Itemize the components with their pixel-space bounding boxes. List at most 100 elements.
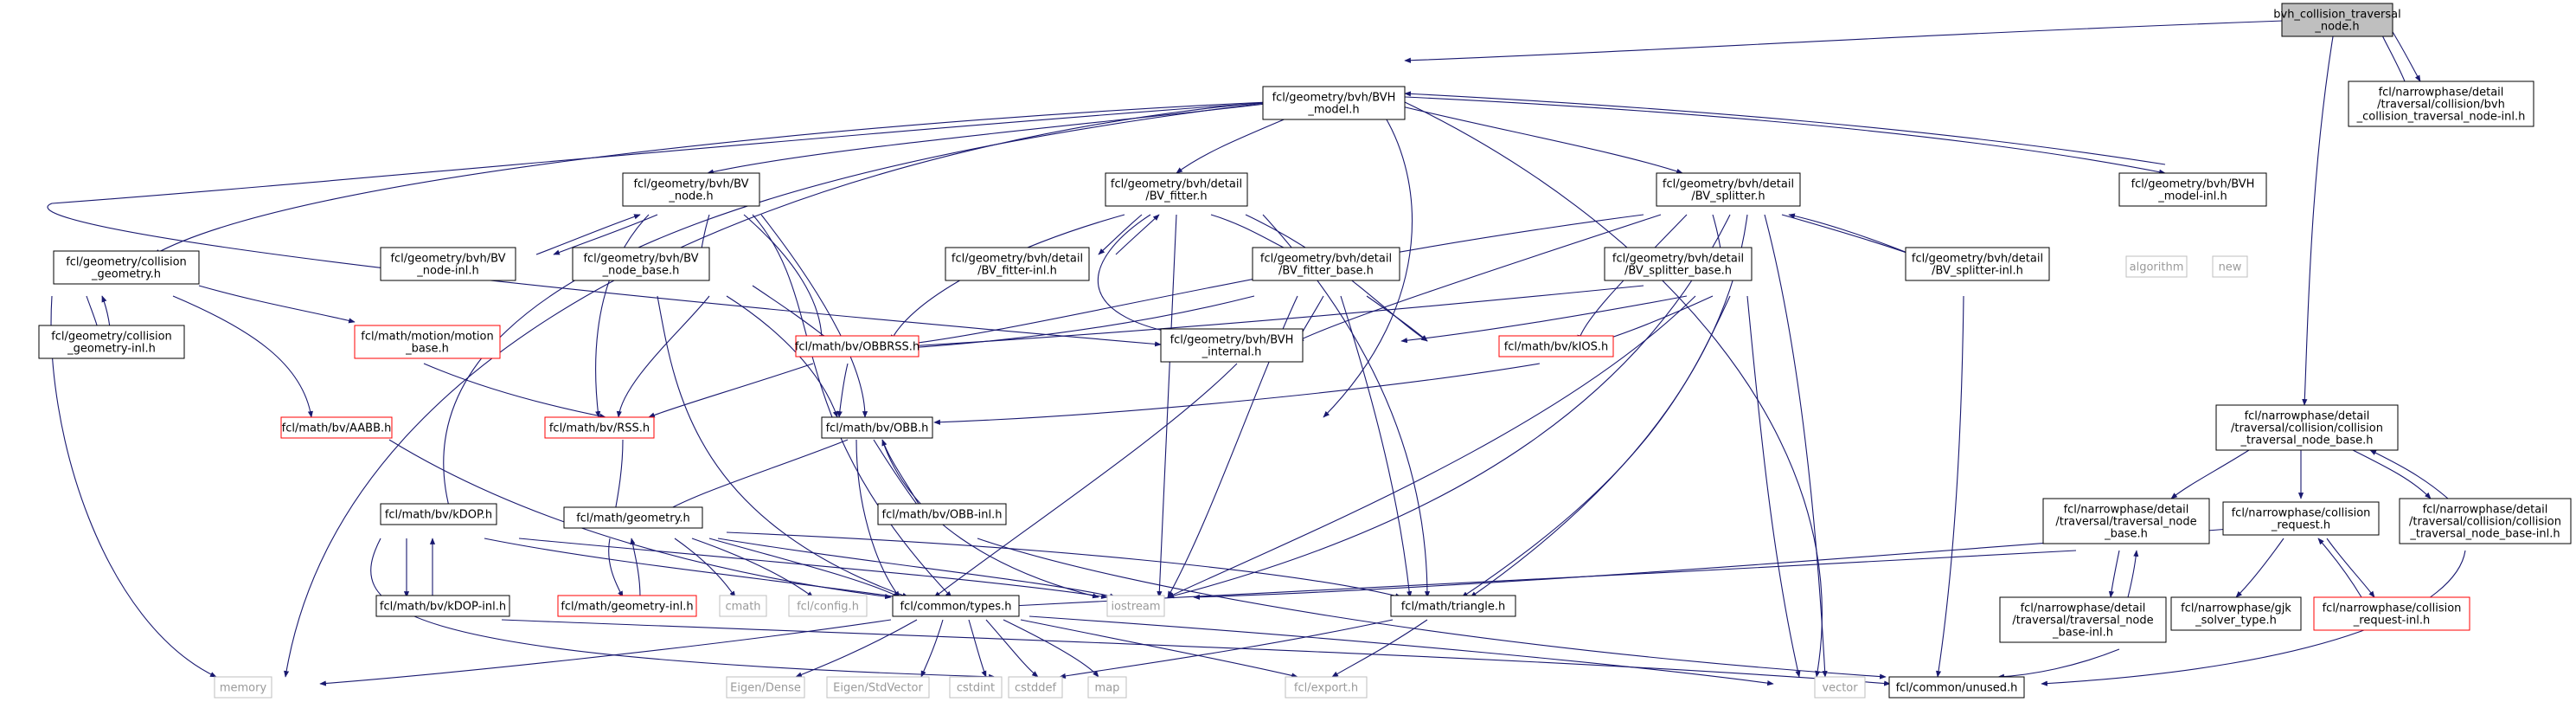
node-box — [795, 335, 920, 357]
node-label-line: _node.h — [668, 190, 713, 203]
node-traversal-node-base[interactable]: fcl/narrowphase/detail/traversal/travers… — [2042, 498, 2210, 544]
edge — [2352, 449, 2432, 499]
node-collision-geometry-inl[interactable]: fcl/geometry/collision_geometry-inl.h — [38, 325, 185, 359]
node-label-line: /traversal/traversal_node — [2012, 615, 2153, 628]
node-motion-base[interactable]: fcl/math/motion/motion_base.h — [354, 325, 501, 359]
node-bv-fitter-inl[interactable]: fcl/geometry/bvh/detail/BV_fitter-inl.h — [945, 247, 1090, 281]
node-label-line: _request.h — [2271, 519, 2330, 532]
edge — [1167, 295, 1696, 598]
node-box — [572, 247, 710, 281]
node-triangle[interactable]: fcl/math/triangle.h — [1390, 595, 1516, 617]
node-kdop-inl[interactable]: fcl/math/bv/kDOP-inl.h — [375, 595, 510, 617]
node-cstddef[interactable]: cstddef — [1008, 676, 1063, 699]
node-box — [563, 506, 703, 529]
edge — [2369, 449, 2449, 499]
node-config[interactable]: fcl/config.h — [788, 595, 868, 617]
node-algorithm[interactable]: algorithm — [2125, 255, 2188, 278]
node-bv-node-base[interactable]: fcl/geometry/bvh/BV_node_base.h — [572, 247, 710, 281]
node-cstdint[interactable]: cstdint — [949, 676, 1003, 699]
node-collision-traversal-node-base-inl[interactable]: fcl/narrowphase/detail/traversal/collisi… — [2399, 498, 2572, 544]
node-bv-fitter-base[interactable]: fcl/geometry/bvh/detail/BV_fitter_base.h — [1252, 247, 1400, 281]
node-box — [1888, 676, 2025, 699]
node-label-line: fcl/narrowphase/collision — [2232, 507, 2371, 520]
node-label-line: cstddef — [1015, 682, 1057, 695]
edge — [1935, 295, 1964, 678]
node-box — [53, 250, 200, 285]
edge — [657, 439, 849, 517]
node-bvh-collision-traversal-node[interactable]: bvh_collision_traversal_node.h — [2273, 3, 2401, 37]
node-map[interactable]: map — [1087, 676, 1127, 699]
node-bv-node-inl[interactable]: fcl/geometry/bvh/BV_node-inl.h — [380, 247, 516, 281]
node-box — [622, 172, 760, 207]
node-box — [1285, 676, 1368, 699]
edge — [501, 619, 1891, 686]
node-rss[interactable]: fcl/math/bv/RSS.h — [544, 416, 655, 439]
node-types[interactable]: fcl/common/types.h — [892, 595, 1020, 617]
node-box — [1604, 247, 1753, 281]
node-unused[interactable]: fcl/common/unused.h — [1888, 676, 2025, 699]
node-vector[interactable]: vector — [1814, 676, 1866, 699]
node-label-line: fcl/math/bv/kDOP-inl.h — [380, 601, 506, 614]
node-bvh-model-inl[interactable]: fcl/geometry/bvh/BVH_model-inl.h — [2118, 172, 2267, 207]
edge — [1098, 214, 1143, 255]
node-box — [557, 595, 697, 617]
node-label-line: fcl/math/geometry.h — [576, 512, 690, 525]
node-label-line: cstdint — [957, 682, 995, 695]
node-label-line: _model-inl.h — [2157, 190, 2227, 203]
node-bvh-internal[interactable]: fcl/geometry/bvh/BVH_internal.h — [1160, 328, 1304, 363]
node-new[interactable]: new — [2212, 255, 2248, 278]
edge — [1404, 101, 1823, 678]
node-cmath[interactable]: cmath — [719, 595, 767, 617]
node-collision-request-inl[interactable]: fcl/narrowphase/collision_request-inl.h — [2313, 596, 2470, 631]
node-geometry[interactable]: fcl/math/geometry.h — [563, 506, 703, 529]
node-eigen-stdvector[interactable]: Eigen/StdVector — [826, 676, 930, 699]
node-label-line: _model.h — [1307, 104, 1359, 117]
node-geometry-inl[interactable]: fcl/math/geometry-inl.h — [557, 595, 697, 617]
node-obb-inl[interactable]: fcl/math/bv/OBB-inl.h — [877, 503, 1007, 525]
node-bv-splitter-base[interactable]: fcl/geometry/bvh/detail/BV_splitter_base… — [1604, 247, 1753, 281]
node-box — [877, 503, 1007, 525]
node-eigen-dense[interactable]: Eigen/Dense — [726, 676, 805, 699]
node-bv-splitter-inl[interactable]: fcl/geometry/bvh/detail/BV_splitter-inl.… — [1905, 247, 2050, 281]
node-collision-traversal-node-base[interactable]: fcl/narrowphase/detail/traversal/collisi… — [2215, 404, 2399, 451]
node-iostream[interactable]: iostream — [1106, 595, 1165, 617]
node-label-line: fcl/narrowphase/detail — [2245, 410, 2370, 423]
node-box — [1106, 595, 1165, 617]
node-kdop[interactable]: fcl/math/bv/kDOP.h — [380, 503, 497, 525]
node-gjk-solver-type[interactable]: fcl/narrowphase/gjk_solver_type.h — [2170, 596, 2302, 631]
node-box — [2313, 596, 2470, 631]
edge — [907, 285, 1644, 349]
edge — [553, 214, 658, 255]
node-label-line: _internal.h — [1201, 346, 1262, 359]
node-memory[interactable]: memory — [214, 676, 272, 699]
node-box — [2212, 255, 2248, 278]
node-label-line: fcl/narrowphase/detail — [2423, 504, 2548, 517]
node-kios[interactable]: fcl/math/bv/kIOS.h — [1498, 335, 1614, 357]
edge — [370, 538, 996, 679]
node-label-line: _node_base.h — [602, 265, 680, 278]
node-bv-splitter[interactable]: fcl/geometry/bvh/detail/BV_splitter.h — [1656, 172, 1801, 207]
node-export[interactable]: fcl/export.h — [1285, 676, 1368, 699]
node-bv-node[interactable]: fcl/geometry/bvh/BV_node.h — [622, 172, 760, 207]
node-bvh-model[interactable]: fcl/geometry/bvh/BVH_model.h — [1262, 86, 1406, 120]
node-obbrss[interactable]: fcl/math/bv/OBBRSS.h — [795, 335, 920, 357]
node-collision-geometry[interactable]: fcl/geometry/collision_geometry.h — [53, 250, 200, 285]
node-label-line: cmath — [725, 601, 760, 614]
node-bv-fitter[interactable]: fcl/geometry/bvh/detail/BV_fitter.h — [1105, 172, 1248, 207]
node-label-line: fcl/common/unused.h — [1896, 682, 2018, 695]
node-label-line: map — [1095, 682, 1120, 695]
node-label-line: fcl/narrowphase/gjk — [2181, 602, 2291, 615]
node-obb[interactable]: fcl/math/bv/OBB.h — [821, 416, 933, 439]
node-traversal-node-base-inl[interactable]: fcl/narrowphase/detail/traversal/travers… — [1999, 596, 2167, 643]
edge — [717, 538, 1117, 599]
node-label-line: /traversal/collision/collision — [2231, 422, 2383, 435]
nodes: bvh_collision_traversal_node.h fcl/narro… — [38, 3, 2572, 699]
node-bvh-collision-traversal-node-inl[interactable]: fcl/narrowphase/detail/traversal/collisi… — [2348, 81, 2534, 127]
node-aabb[interactable]: fcl/math/bv/AABB.h — [280, 416, 393, 439]
node-box — [1252, 247, 1400, 281]
edge — [968, 619, 987, 678]
edge — [1011, 550, 2077, 609]
node-label-line: /BV_splitter-inl.h — [1932, 265, 2023, 278]
edge — [616, 295, 710, 418]
node-collision-request[interactable]: fcl/narrowphase/collision_request.h — [2222, 501, 2380, 536]
